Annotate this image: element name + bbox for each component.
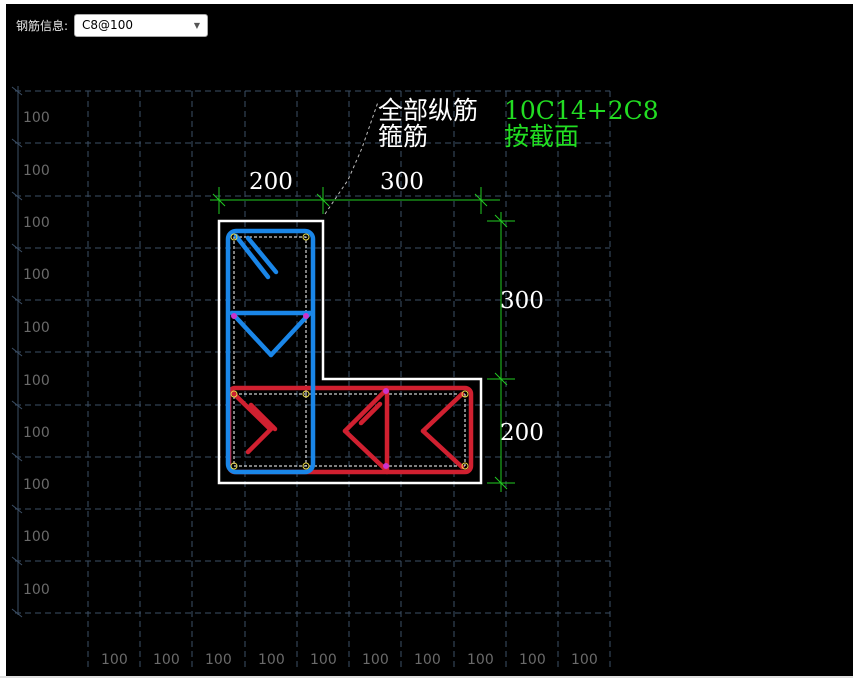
axis-tick: [11, 138, 23, 148]
dim-tick: [494, 476, 508, 490]
col-label: 100: [467, 652, 494, 668]
chevron-down-icon: ▼: [193, 20, 201, 30]
dim-right-lower: 200: [500, 420, 544, 446]
row-label: 100: [23, 110, 50, 126]
axis-tick: [11, 608, 23, 618]
axis-tick: [11, 400, 23, 410]
rebar-dot: [383, 388, 389, 394]
dim-tick: [212, 193, 226, 207]
rebar-dot: [383, 463, 389, 469]
col-label: 100: [258, 652, 285, 668]
leader-line: [324, 101, 379, 215]
red-hook: [342, 389, 387, 434]
red-hook: [248, 402, 278, 432]
red-stirrups: [226, 385, 474, 475]
row-label: 100: [23, 582, 50, 598]
col-label: 100: [153, 652, 180, 668]
col-label: 100: [205, 652, 232, 668]
bottom-scroll-strip: [0, 676, 853, 678]
blue-hook: [229, 310, 274, 358]
red-hook: [342, 428, 387, 471]
col-label: 100: [362, 652, 389, 668]
rebar-info-label: 钢筋信息:: [16, 18, 69, 33]
dim-top-right: 300: [380, 169, 424, 195]
row-label: 100: [23, 163, 50, 179]
top-dimension: [210, 187, 500, 214]
axis-tick: [11, 347, 23, 357]
stirrup-value: 按截面: [504, 122, 579, 151]
axis-tick: [11, 243, 23, 253]
axis-tick: [11, 191, 23, 201]
rebar-dot: [302, 233, 310, 241]
row-label: 100: [23, 373, 50, 389]
blue-hook: [245, 235, 279, 275]
red-hook: [358, 401, 383, 426]
blue-hook: [268, 310, 313, 358]
row-label: 100: [23, 425, 50, 441]
dim-tick: [316, 193, 330, 207]
rebar-dot: [302, 462, 310, 470]
row-label: 100: [23, 529, 50, 545]
red-hook: [228, 388, 273, 432]
row-label: 100: [23, 267, 50, 283]
rebar-dot: [230, 462, 238, 470]
rebar-dot: [461, 390, 469, 398]
rebar-dot: [461, 462, 469, 470]
drawing-canvas[interactable]: [6, 4, 853, 676]
left-axis: [11, 86, 23, 618]
col-label: 100: [571, 652, 598, 668]
col-label: 100: [414, 652, 441, 668]
rebar-dot: [230, 390, 238, 398]
axis-tick: [11, 556, 23, 566]
col-labels: 100 100 100 100 100 100 100 100 100 100: [101, 652, 598, 668]
blue-hook: [233, 233, 271, 280]
dim-tick: [474, 193, 488, 207]
rebar-select-value: C8@100: [82, 18, 133, 32]
blue-stirrups: [225, 228, 316, 475]
red-hook: [245, 424, 276, 455]
col-label: 100: [310, 652, 337, 668]
inner-dashed-lines: [233, 236, 466, 467]
dim-tick: [494, 372, 508, 386]
rebar-dot: [230, 233, 238, 241]
axis-tick: [11, 86, 23, 96]
stirrup-label: 箍筋: [378, 122, 428, 151]
rebar-dot: [303, 313, 309, 319]
toolbar: 钢筋信息: C8@100 ▼: [16, 13, 209, 37]
col-label: 100: [519, 652, 546, 668]
rebar-info-select[interactable]: C8@100 ▼: [74, 13, 209, 37]
red-hook: [420, 391, 465, 434]
longitudinal-label: 全部纵筋: [378, 96, 478, 125]
grid: [15, 90, 611, 670]
section-outline: [217, 219, 483, 485]
rebar-dot: [302, 390, 310, 398]
longitudinal-bars: [230, 233, 469, 470]
axis-tick: [11, 452, 23, 462]
dim-right-upper: 300: [500, 288, 544, 314]
axis-tick: [11, 504, 23, 514]
dim-top-left: 200: [249, 169, 293, 195]
right-dimension: [487, 212, 515, 492]
dim-tick: [494, 214, 508, 228]
red-hook: [420, 428, 465, 470]
col-label: 100: [101, 652, 128, 668]
red-stirrup-outer: [226, 385, 474, 475]
axis-tick: [11, 295, 23, 305]
row-label: 100: [23, 477, 50, 493]
longitudinal-value: 10C14+2C8: [504, 96, 659, 125]
row-label: 100: [23, 215, 50, 231]
row-label: 100: [23, 320, 50, 336]
row-labels: 100 100 100 100 100 100 100 100 100 100: [23, 110, 50, 598]
rebar-dot: [231, 313, 237, 319]
blue-stirrup-outer: [225, 228, 316, 475]
